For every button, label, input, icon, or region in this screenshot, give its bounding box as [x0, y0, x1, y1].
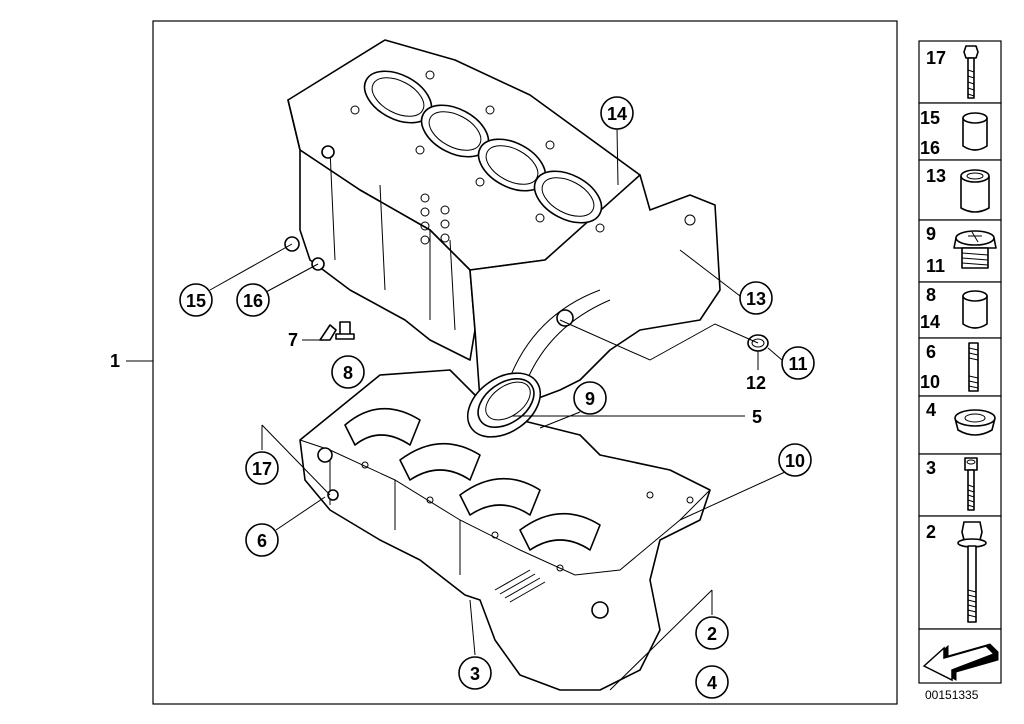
label-13: 13 — [746, 289, 766, 309]
direction-arrow-icon — [922, 643, 999, 682]
side-label-15: 15 — [920, 108, 940, 128]
label-11: 11 — [788, 354, 807, 374]
label-9: 9 — [585, 389, 595, 409]
side-label-11: 11 — [926, 256, 945, 276]
stud-bolt-icon — [968, 342, 979, 392]
bedplate-illustration — [299, 369, 711, 691]
label-14: 14 — [607, 104, 627, 124]
engine-block-illustration — [284, 39, 721, 421]
label-10: 10 — [785, 451, 805, 471]
socket-screw-icon — [964, 457, 978, 511]
side-label-16: 16 — [920, 138, 940, 158]
side-label-10: 10 — [920, 372, 940, 392]
side-label-9: 9 — [926, 224, 936, 244]
dowel-sleeve-icon — [960, 169, 990, 213]
label-6: 6 — [257, 531, 267, 551]
label-1: 1 — [110, 351, 120, 371]
side-label-6: 6 — [926, 342, 936, 362]
side-label-8: 8 — [926, 285, 936, 305]
side-label-4: 4 — [926, 400, 936, 420]
main-frame — [152, 20, 898, 705]
label-16: 16 — [243, 291, 263, 311]
label-5: 5 — [752, 407, 762, 427]
label-8: 8 — [343, 363, 353, 383]
label-12: 12 — [746, 373, 766, 393]
side-label-13: 13 — [926, 166, 946, 186]
label-2: 2 — [707, 624, 717, 644]
label-3: 3 — [470, 664, 480, 684]
cap-plug-icon — [962, 290, 988, 329]
flange-bolt-icon — [957, 521, 987, 623]
label-15: 15 — [186, 291, 206, 311]
screw-plug-icon — [953, 230, 997, 269]
oil-nozzle-part — [319, 321, 355, 341]
side-label-14: 14 — [920, 312, 940, 332]
side-label-3: 3 — [926, 458, 936, 478]
ring-washer-icon — [954, 409, 996, 436]
side-label-17: 17 — [926, 48, 946, 68]
seal-ring-part — [466, 372, 542, 438]
label-7: 7 — [288, 330, 298, 350]
document-code: 00151335 — [925, 688, 979, 702]
label-4: 4 — [707, 673, 717, 693]
label-17: 17 — [252, 459, 272, 479]
sleeve-icon — [962, 112, 988, 151]
side-panel: 17 15 16 13 9 11 — [918, 40, 1002, 702]
side-label-2: 2 — [926, 522, 936, 542]
hex-bolt-icon — [963, 45, 979, 99]
